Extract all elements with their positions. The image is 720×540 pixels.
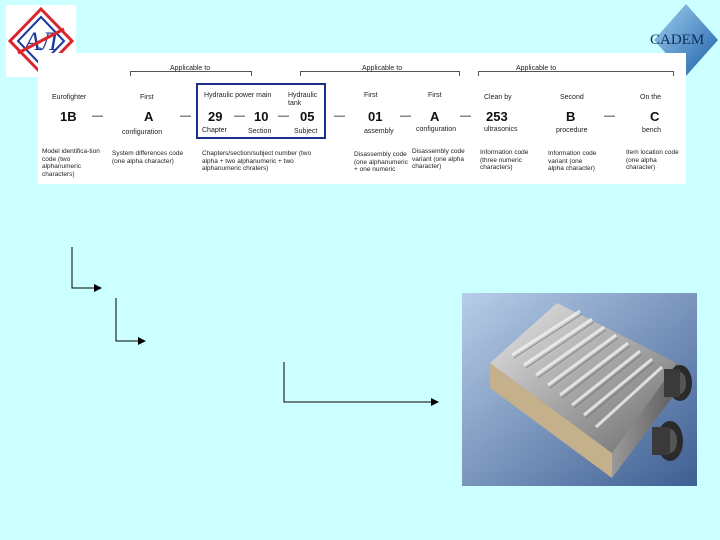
chapter-section-subject-highlight xyxy=(196,83,326,139)
label-procedure: procedure xyxy=(556,127,588,134)
label-hydraulic: Hydraulic xyxy=(288,92,318,99)
bracket-applicable-1 xyxy=(130,71,252,76)
label-section: Section xyxy=(248,128,272,135)
code-dash: — xyxy=(460,110,471,122)
arrow-2 xyxy=(115,298,146,345)
bracket-applicable-2 xyxy=(300,71,460,76)
label-first-1: First xyxy=(140,94,154,101)
arrow-1 xyxy=(71,247,102,292)
code-disassembly: 01 xyxy=(368,109,383,124)
desc-disassembly-variant: Disassembly code variant (one alpha char… xyxy=(412,148,465,170)
desc-model: Model identifica-tion code (two alphanum… xyxy=(42,148,100,178)
code-model: 1B xyxy=(60,109,77,124)
desc-disassembly: Disassembly code (one alphanumeric + one… xyxy=(354,151,408,173)
code-dash: — xyxy=(180,110,191,122)
label-eurofighter: Eurofighter xyxy=(52,94,87,101)
code-dash: — xyxy=(604,110,615,122)
label-bench: bench xyxy=(642,127,662,134)
desc-information-code: Information code (three numeric characte… xyxy=(480,149,529,171)
header-applicable-3: Applicable to xyxy=(516,65,557,72)
label-configuration-1: configuration xyxy=(122,129,163,136)
header-applicable-2: Applicable to xyxy=(362,65,403,72)
desc-chapters: Chapters/section/subject number (two alp… xyxy=(202,150,312,172)
cadem-logo-text: CADEM xyxy=(650,32,705,48)
code-dash: — xyxy=(334,110,345,122)
arrow-3 xyxy=(283,362,439,406)
desc-information-variant: Information code variant (one alpha char… xyxy=(548,150,597,172)
desc-system: System differences code (one alpha chara… xyxy=(112,150,184,165)
code-disassembly-variant: A xyxy=(430,109,440,124)
label-on-the: On the xyxy=(640,94,662,101)
code-information-variant: B xyxy=(566,109,576,124)
code-dash: — xyxy=(278,110,289,122)
code-dash: — xyxy=(400,110,411,122)
label-assembly: assembly xyxy=(364,128,394,135)
code-item-location: C xyxy=(650,109,660,124)
bracket-applicable-3 xyxy=(478,71,674,76)
label-subject: Subject xyxy=(294,128,318,135)
code-structure-diagram: Applicable to Applicable to Applicable t… xyxy=(38,53,686,184)
label-hydraulic-power-main: Hydraulic power main xyxy=(204,92,272,99)
code-information: 253 xyxy=(486,109,508,124)
label-first-3: First xyxy=(428,92,442,99)
label-clean-by: Clean by xyxy=(484,94,512,101)
desc-item-location: Item location code (one alpha character) xyxy=(626,149,679,171)
header-applicable-1: Applicable to xyxy=(170,65,211,72)
code-system: A xyxy=(144,109,154,124)
label-tank: tank xyxy=(288,100,302,107)
label-second: Second xyxy=(560,94,584,101)
code-dash: — xyxy=(234,110,245,122)
code-dash: — xyxy=(92,110,103,122)
code-section: 10 xyxy=(254,109,269,124)
label-chapter: Chapter xyxy=(202,127,227,134)
label-configuration-2: configuration xyxy=(416,126,457,133)
label-first-2: First xyxy=(364,92,378,99)
label-ultrasonics: ultrasonics xyxy=(484,126,518,133)
code-chapter: 29 xyxy=(208,109,223,124)
heat-exchanger-photo xyxy=(462,293,697,486)
code-subject: 05 xyxy=(300,109,315,124)
